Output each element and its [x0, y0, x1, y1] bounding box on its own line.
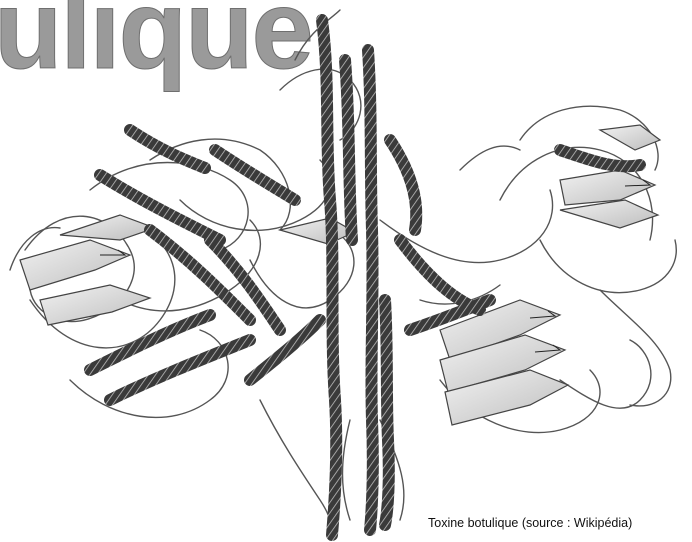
- figure-caption: Toxine botulique (source : Wikipédia): [428, 516, 632, 530]
- alpha-helices: [90, 20, 640, 535]
- beta-sheets: [20, 125, 660, 425]
